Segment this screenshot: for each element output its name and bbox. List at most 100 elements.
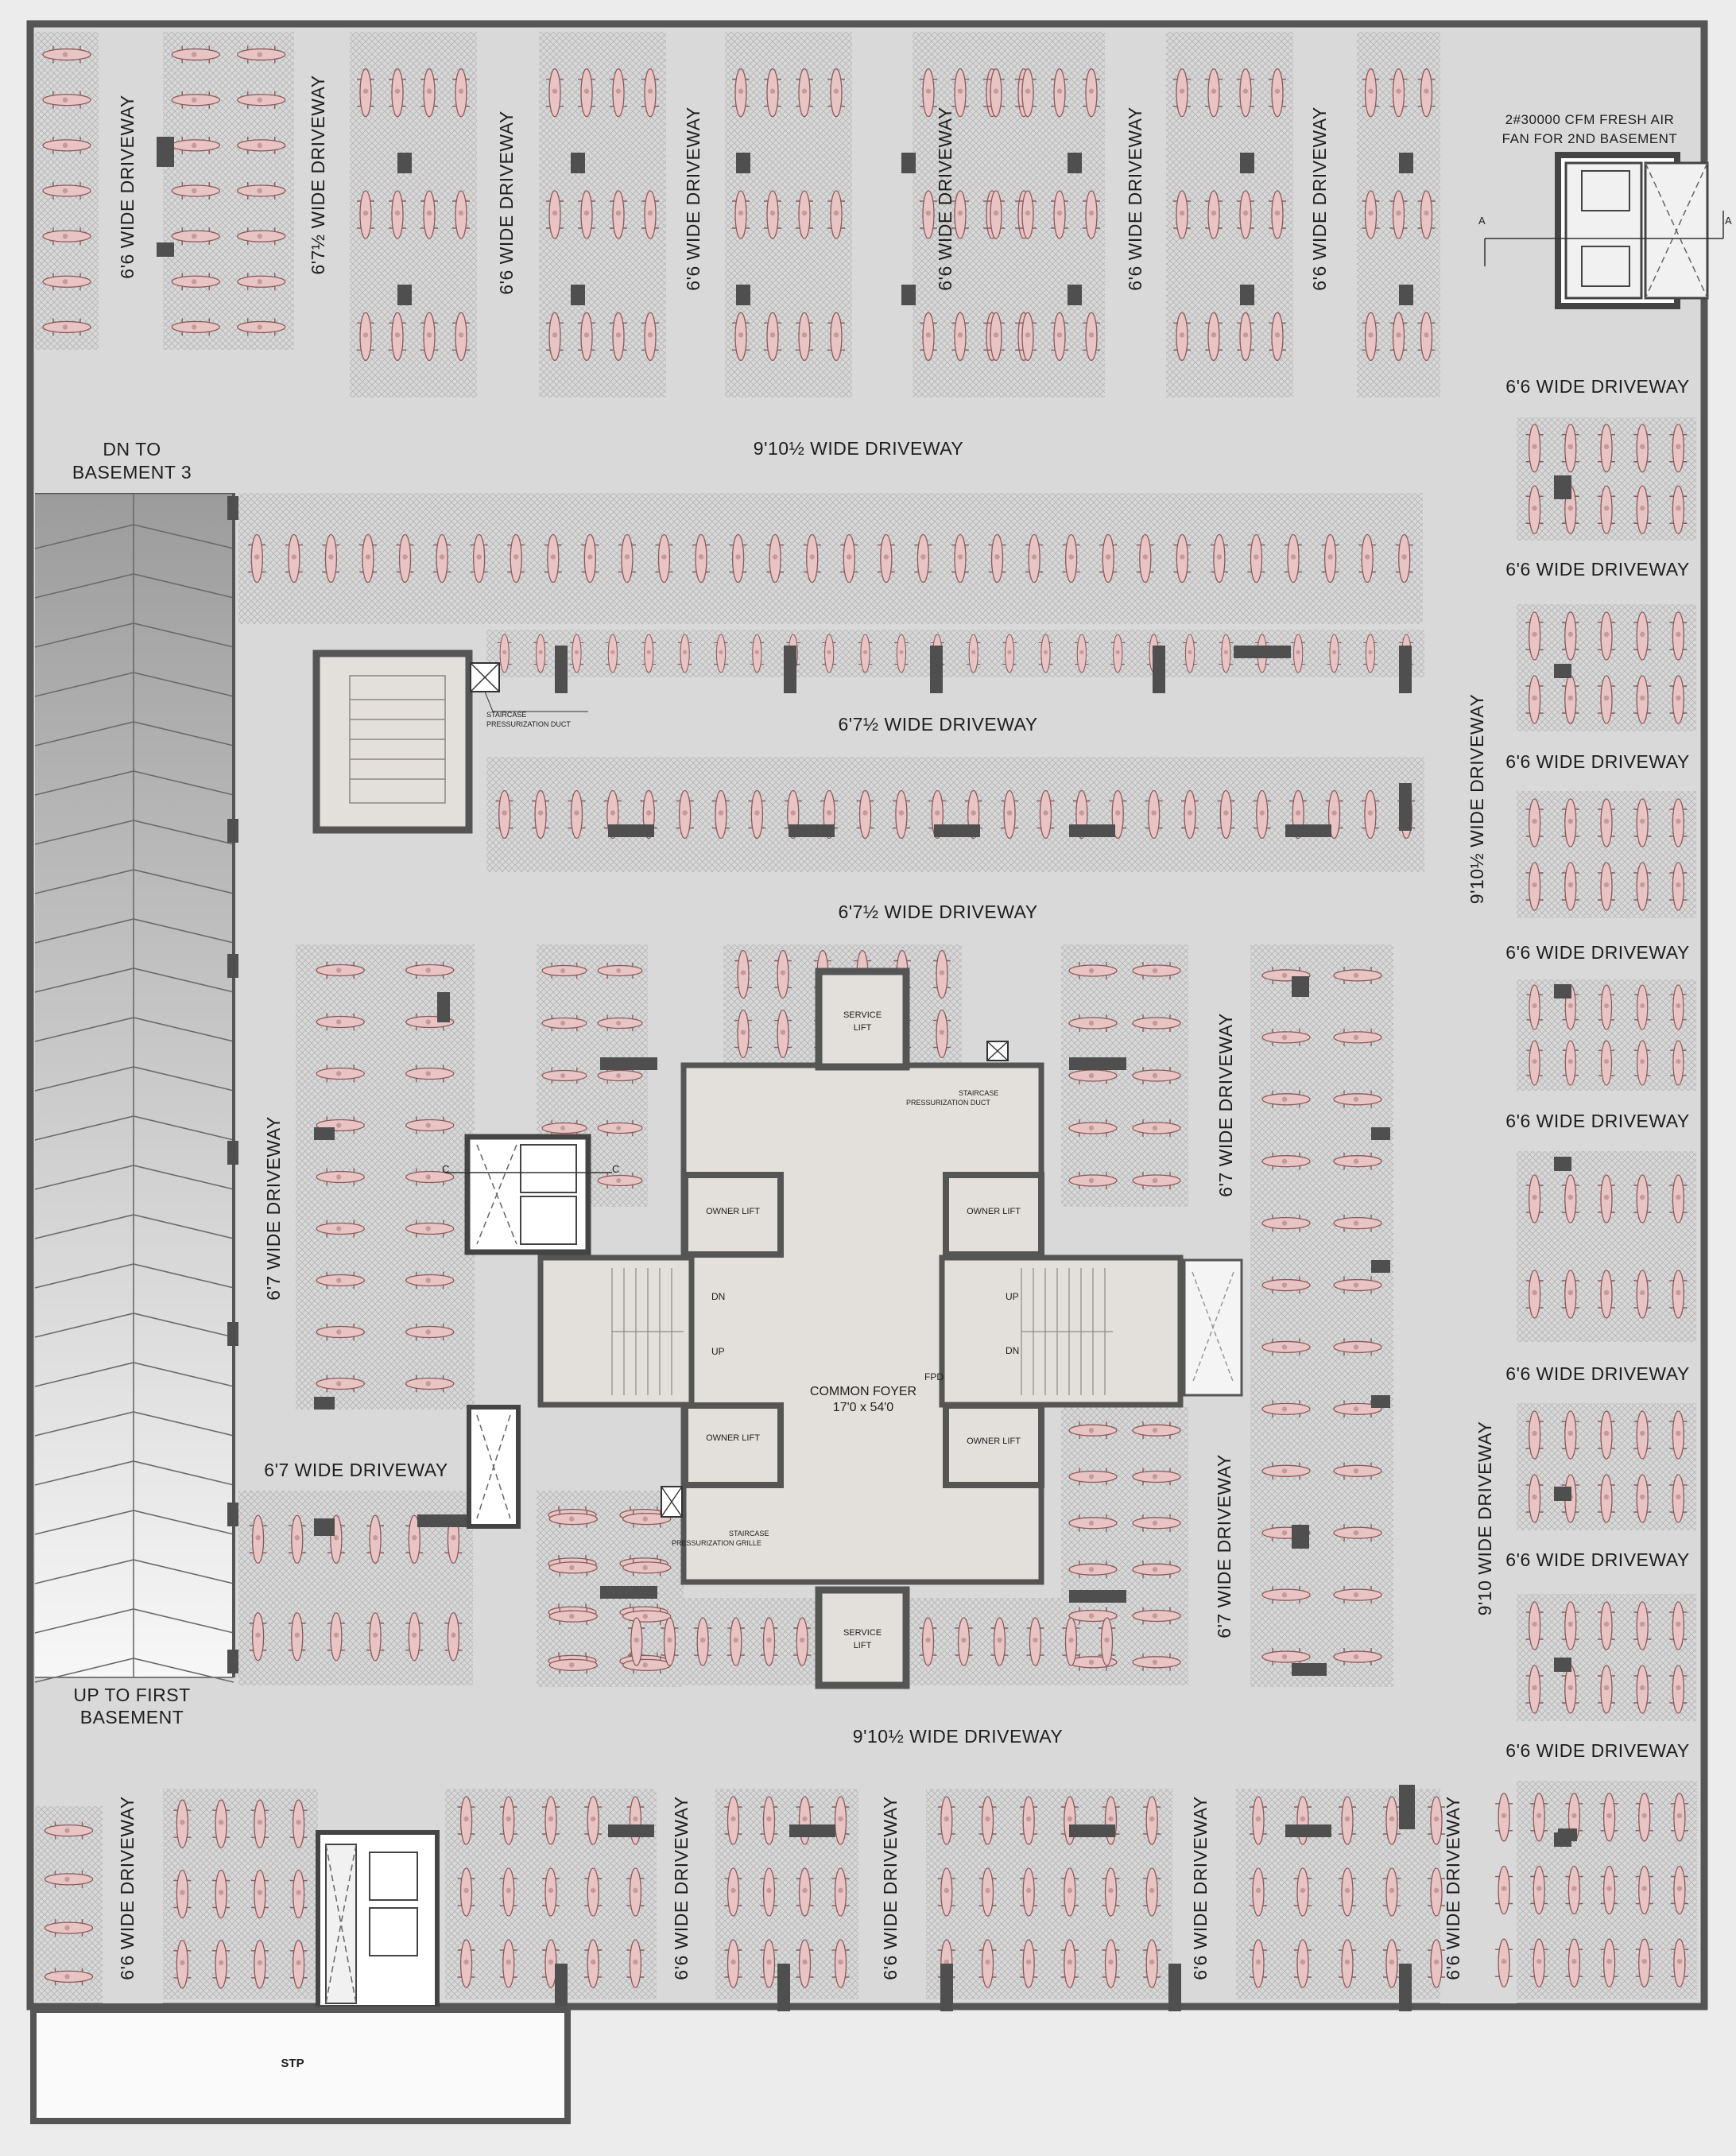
driveway-label: 6'6 WIDE DRIVEWAY (496, 111, 517, 294)
column (227, 819, 238, 843)
column (608, 824, 654, 837)
up-to-first-basement-label-2: BASEMENT (80, 1707, 184, 1728)
driveway-label: 9'10 WIDE DRIVEWAY (1474, 1421, 1495, 1616)
column (397, 153, 412, 173)
column (1399, 1964, 1412, 2011)
column (1292, 976, 1309, 997)
section-a-right: A (1725, 215, 1732, 227)
column (314, 1518, 335, 1536)
staircase-duct-upper-label: STAIRCASE (486, 711, 526, 719)
owner-lift-label-2: OWNER LIFT (967, 1207, 1021, 1216)
driveway (1459, 1785, 1486, 1999)
dn-to-basement3-label-2: BASEMENT 3 (72, 462, 192, 483)
driveway-label: 6'6 WIDE DRIVEWAY (1505, 751, 1689, 772)
section-c-left: C (442, 1163, 449, 1175)
column (1554, 1487, 1571, 1501)
section-a-left: A (1478, 215, 1486, 227)
column (157, 137, 174, 167)
column (1399, 646, 1412, 693)
column (789, 824, 835, 837)
driveway (477, 32, 539, 397)
driveway (648, 944, 723, 1064)
fresh-air-fan-label-2: FAN FOR 2ND BASEMENT (1502, 131, 1678, 146)
driveway-label: 6'7 WIDE DRIVEWAY (1215, 1013, 1236, 1196)
fan-labels: 2#30000 CFM FRESH AIR FAN FOR 2ND BASEME… (442, 112, 1732, 1175)
driveway-label: 6'7½ WIDE DRIVEWAY (838, 902, 1037, 922)
column (417, 1514, 467, 1527)
service-lift-bottom-label: SERVICE (843, 1628, 882, 1638)
driveway-label: 6'6 WIDE DRIVEWAY (1505, 942, 1689, 963)
driveway-label: 6'7 WIDE DRIVEWAY (263, 1116, 284, 1300)
fresh-air-fan-label: 2#30000 CFM FRESH AIR (1505, 112, 1675, 127)
column (437, 992, 450, 1022)
driveway-label: 6'6 WIDE DRIVEWAY (683, 107, 703, 290)
fan-room-bottom (316, 1830, 440, 2010)
driveway (852, 32, 913, 397)
column (555, 1964, 568, 2011)
driveway-label: 9'10½ WIDE DRIVEWAY (1467, 694, 1487, 904)
staircase-duct-core-label: STAIRCASE (959, 1089, 998, 1097)
driveway-label: 6'6 WIDE DRIVEWAY (117, 95, 138, 278)
driveway-label: 6'6 WIDE DRIVEWAY (935, 107, 955, 290)
column (157, 242, 174, 257)
column (1399, 1785, 1415, 1829)
column (314, 1127, 335, 1140)
column (736, 153, 750, 173)
driveway (294, 32, 350, 397)
driveway-label: 6'6 WIDE DRIVEWAY (1505, 1740, 1689, 1761)
column (1069, 1057, 1126, 1070)
column (789, 1824, 835, 1837)
core-labels: COMMON FOYER 17'0 x 54'0 SERVICE LIFT SE… (281, 711, 1021, 2070)
driveway (99, 32, 163, 350)
column (1371, 1260, 1390, 1273)
column (1554, 984, 1571, 999)
column (736, 285, 750, 305)
column (1069, 1824, 1115, 1837)
common-foyer-label: COMMON FOYER (810, 1385, 916, 1398)
up-label-left: UP (711, 1346, 725, 1357)
fan-room-top-right (1484, 152, 1724, 309)
stp-label: STP (281, 2057, 304, 2070)
column (1558, 1828, 1577, 1841)
parking-zone (1486, 1781, 1697, 1999)
ramp-labels: DN TO BASEMENT 3 UP TO FIRST BASEMENT (72, 439, 192, 1728)
driveway (1172, 1785, 1236, 1999)
up-to-first-basement-label: UP TO FIRST (73, 1685, 190, 1705)
driveway-label: 6'7 WIDE DRIVEWAY (1214, 1454, 1234, 1638)
driveway (35, 1687, 1517, 1789)
structural-columns (157, 137, 1577, 2011)
ramp (34, 491, 235, 1683)
driveway (858, 1785, 926, 1999)
owner-lift-label-3: OWNER LIFT (706, 1433, 760, 1443)
column (227, 496, 238, 520)
column (1240, 285, 1254, 305)
driveway-label: 6'6 WIDE DRIVEWAY (1505, 559, 1689, 580)
driveway-label: 6'6 WIDE DRIVEWAY (671, 1796, 692, 1980)
column (227, 1141, 238, 1165)
driveway-label: 6'7 WIDE DRIVEWAY (264, 1460, 448, 1480)
fan-room-mid-left (445, 1134, 612, 1255)
column (1554, 475, 1571, 499)
column (227, 1322, 238, 1346)
driveway-label: 6'6 WIDE DRIVEWAY (1309, 107, 1330, 290)
column (1554, 1157, 1571, 1171)
parking-zone (1250, 944, 1393, 1688)
driveway (35, 397, 1517, 493)
column (1234, 646, 1291, 658)
column (777, 1964, 790, 2011)
column (784, 646, 796, 693)
column (1240, 153, 1254, 173)
parking-zone (163, 1789, 318, 1999)
driveway-labels-horizontal: 9'10½ WIDE DRIVEWAY 6'7½ WIDE DRIVEWAY 6… (264, 376, 1689, 1761)
column (1292, 1663, 1327, 1676)
column (227, 1503, 238, 1526)
column (1285, 1824, 1331, 1837)
column (930, 646, 943, 693)
column (1399, 153, 1413, 173)
driveway (238, 873, 1423, 944)
driveway-label: 6'6 WIDE DRIVEWAY (1505, 376, 1689, 397)
staircase-grille-label: STAIRCASE (729, 1530, 769, 1538)
column (314, 1397, 335, 1410)
column (600, 1586, 657, 1599)
